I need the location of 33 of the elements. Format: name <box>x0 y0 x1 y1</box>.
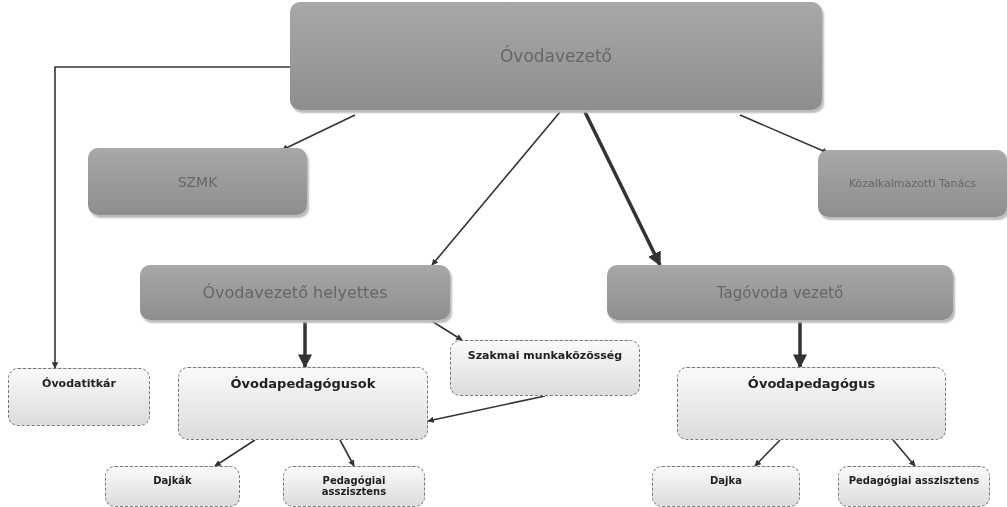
role-box <box>838 466 990 507</box>
role-label: Pedagógiai asszisztens <box>847 475 981 486</box>
role-box <box>8 368 150 426</box>
role-box <box>178 367 428 440</box>
arrow <box>583 111 662 267</box>
org-box <box>140 265 450 320</box>
role-label: Óvodatitkár <box>41 377 117 390</box>
role-box <box>283 466 425 507</box>
role-label: Szakmai munkaközösség <box>466 349 624 362</box>
arrow <box>281 114 356 151</box>
arrow <box>298 320 312 369</box>
role-box <box>105 466 240 507</box>
arrow <box>429 319 463 341</box>
role-label: Óvodapedagógusok <box>229 376 377 391</box>
arrow <box>754 439 781 467</box>
org-box <box>818 150 1007 217</box>
role-label: Pedagógiai asszisztens <box>320 475 388 497</box>
org-box <box>290 2 822 110</box>
role-label: Dajka <box>709 475 743 486</box>
role-label: Dajkák <box>152 475 193 486</box>
role-label: Óvodapedagógus <box>746 376 877 391</box>
arrow <box>214 439 256 467</box>
org-box <box>607 265 953 320</box>
arrow <box>51 66 291 369</box>
org-box <box>88 148 307 215</box>
arrow <box>339 439 355 467</box>
arrow <box>431 111 561 266</box>
arrow <box>793 320 807 369</box>
arrow <box>892 439 916 467</box>
role-box <box>450 340 640 396</box>
role-box <box>652 466 800 507</box>
role-box <box>677 367 946 440</box>
arrow <box>427 395 546 423</box>
